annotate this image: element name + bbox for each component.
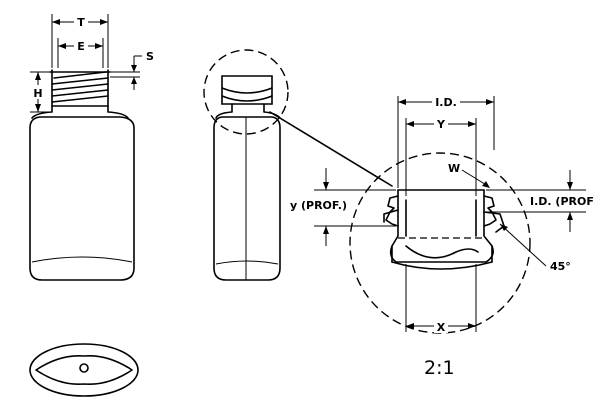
dimension-id-top: I.D. [397,94,495,188]
dimension-s: S [110,50,154,90]
label-e: E [77,40,85,53]
detail-circle-small [203,49,289,135]
label-y-upper: Y [436,118,446,131]
side-view-bottle [213,75,281,281]
label-t: T [77,16,85,29]
dimension-x: X [406,319,476,334]
label-id-top: I.D. [435,96,457,109]
dimension-e: E [57,38,104,68]
dimension-t: T [51,14,109,68]
label-id-prof: I.D. (PROF [530,195,594,208]
label-angle: 45° [550,260,571,273]
top-view-bottle [29,343,139,397]
dimension-id-prof: I.D. (PROF [486,170,600,232]
label-h: H [33,87,42,100]
dimension-y-prof: y (PROF.) [290,168,396,246]
dimension-h: H [30,71,50,113]
label-w: W [448,162,460,175]
front-view-bottle [29,69,135,281]
detail-circle-large [349,152,531,334]
leader-line-lower [269,111,393,187]
dimension-y-upper: Y [405,116,477,196]
label-x: X [437,321,446,334]
callout-45-degree: 45° [499,223,571,273]
scale-label: 2:1 [424,357,455,379]
label-y-prof: y (PROF.) [290,199,347,212]
label-s: S [146,50,154,63]
detail-view [349,152,531,334]
callout-w: W [448,162,490,188]
